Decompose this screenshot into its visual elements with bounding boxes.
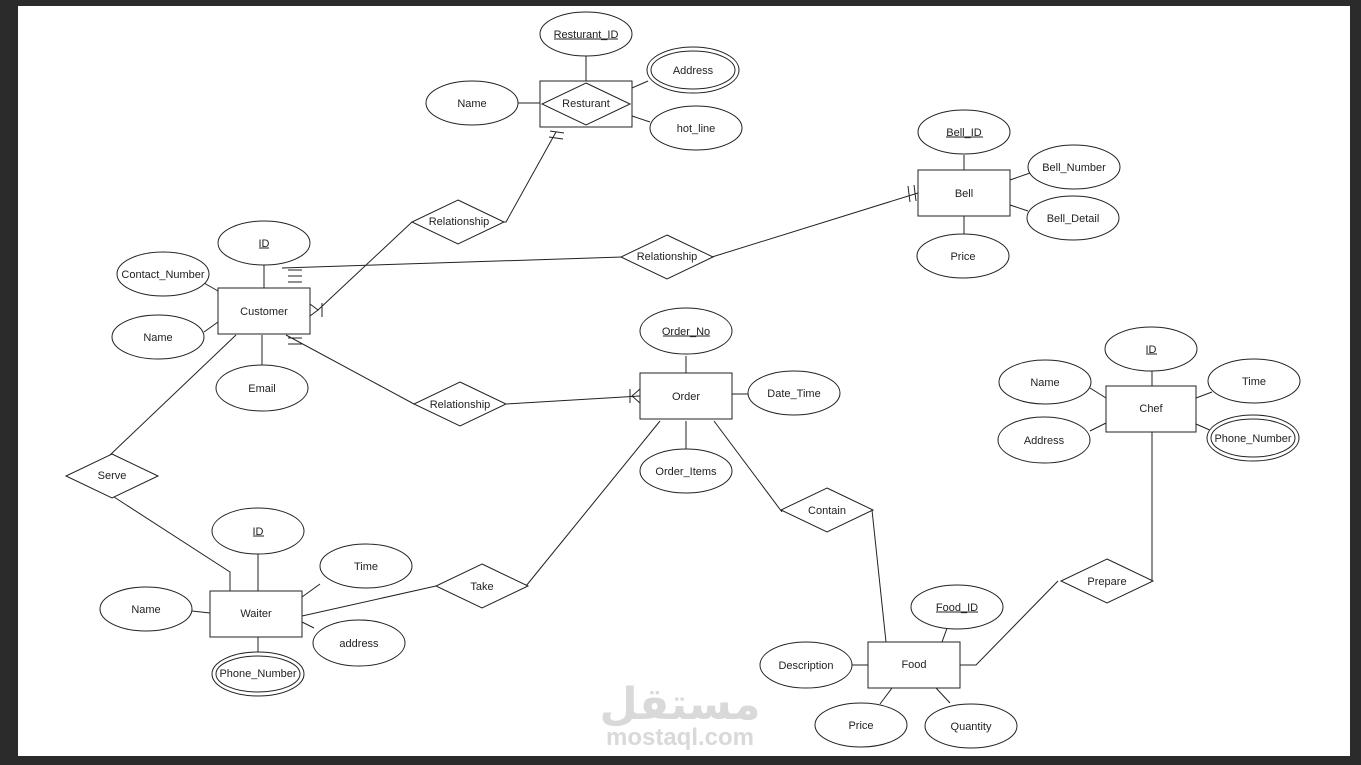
attr-label-customer-contact: Contact_Number [121,269,204,281]
attr-label-order-datetime: Date_Time [767,388,820,400]
attr-order-datetime[interactable] [747,370,841,416]
attr-bell-price[interactable] [916,233,1010,279]
attr-resturant-hotline[interactable] [649,105,743,151]
attr-customer-contact[interactable] [116,251,210,297]
attr-chef-time[interactable] [1207,358,1301,404]
attr-label-bell-number: Bell_Number [1042,162,1106,174]
attr-label-resturant-id: Resturant_ID [554,29,619,41]
attr-label-waiter-phone: Phone_Number [219,668,296,680]
attr-chef-phone[interactable] [1206,414,1300,462]
attr-label-resturant-name: Name [457,98,486,110]
entity-label-food: Food [901,659,926,671]
relationship-prepare[interactable] [1059,558,1155,604]
attr-label-waiter-address: address [339,638,379,650]
attr-food-description[interactable] [759,641,853,689]
attr-chef-name[interactable] [998,359,1092,405]
attr-label-food-description: Description [778,660,833,672]
attr-chef-address[interactable] [997,416,1091,464]
entity-bell[interactable] [917,169,1011,217]
connector-lines [109,47,1213,705]
attr-label-chef-phone: Phone_Number [1214,433,1291,445]
entity-label-bell: Bell [955,188,973,200]
relationship-label-serve: Serve [98,470,127,482]
entity-waiter[interactable] [209,590,303,638]
attr-food-id[interactable] [910,584,1004,630]
attr-label-food-price: Price [848,720,873,732]
relationship-label-customer-resturant: Relationship [429,216,490,228]
attr-waiter-id[interactable] [211,507,305,555]
relationship-serve[interactable] [64,453,160,499]
attr-waiter-phone[interactable] [211,651,305,697]
attr-order-items[interactable] [639,448,733,494]
key-underlines [253,38,1157,613]
attr-label-order-no: Order_No [662,326,710,338]
attr-label-chef-id: ID [1146,344,1157,356]
attr-label-food-id: Food_ID [936,602,978,614]
relationship-label-prepare: Prepare [1087,576,1126,588]
relationship-customer-order[interactable] [412,381,508,427]
attr-customer-name[interactable] [111,314,205,360]
relationship-label-contain: Contain [808,505,846,517]
entity-food[interactable] [867,641,961,689]
attr-customer-email[interactable] [215,364,309,412]
attr-customer-id[interactable] [217,220,311,266]
entity-customer[interactable] [217,287,311,335]
relationship-label-customer-bell: Relationship [637,251,698,263]
attr-food-price[interactable] [814,702,908,748]
entity-resturant[interactable] [539,80,633,128]
relationship-label-take: Take [470,581,493,593]
attr-waiter-address[interactable] [312,619,406,667]
entity-label-order: Order [672,391,700,403]
relationship-take[interactable] [434,563,530,609]
attr-label-order-items: Order_Items [655,466,717,478]
watermark-latin: mostaql.com [606,724,754,751]
attr-food-quantity[interactable] [924,703,1018,749]
entity-label-waiter: Waiter [240,608,272,620]
attr-resturant-address[interactable] [646,46,740,94]
diagram-canvas: Resturant Bell Customer Order Chef Waite… [18,6,1350,756]
relationship-label-customer-order: Relationship [430,399,491,411]
attr-label-customer-email: Email [248,383,276,395]
entity-chef[interactable] [1105,385,1197,433]
relationship-customer-bell[interactable] [619,234,715,280]
er-diagram: Resturant Bell Customer Order Chef Waite… [64,11,1301,751]
attr-label-customer-name: Name [143,332,172,344]
attr-label-bell-detail: Bell_Detail [1047,213,1100,225]
entity-label-resturant: Resturant [562,98,610,110]
entity-label-customer: Customer [240,306,288,318]
attr-bell-number[interactable] [1027,144,1121,190]
attr-label-food-quantity: Quantity [951,721,992,733]
attr-waiter-name[interactable] [99,586,193,632]
entity-order[interactable] [639,372,733,420]
attr-resturant-name[interactable] [425,80,519,126]
attr-resturant-id[interactable] [539,11,633,57]
attr-label-bell-price: Price [950,251,975,263]
attr-label-chef-address: Address [1024,435,1065,447]
attr-label-chef-name: Name [1030,377,1059,389]
watermark-arabic: مستقل [600,679,761,730]
attr-bell-id[interactable] [917,109,1011,155]
attr-order-no[interactable] [639,307,733,355]
relationship-customer-resturant[interactable] [410,199,506,245]
attr-label-waiter-id: ID [253,526,264,538]
attr-label-waiter-time: Time [354,561,378,573]
attr-label-customer-id: ID [259,238,270,250]
attr-label-chef-time: Time [1242,376,1266,388]
attr-waiter-time[interactable] [319,543,413,589]
attr-chef-id[interactable] [1104,326,1198,372]
relationship-contain[interactable] [779,487,875,533]
attr-bell-detail[interactable] [1026,195,1120,241]
attr-label-resturant-address: Address [673,65,714,77]
attr-label-resturant-hotline: hot_line [677,123,716,135]
attr-label-bell-id: Bell_ID [946,127,982,139]
entity-label-chef: Chef [1139,403,1163,415]
attr-label-waiter-name: Name [131,604,160,616]
